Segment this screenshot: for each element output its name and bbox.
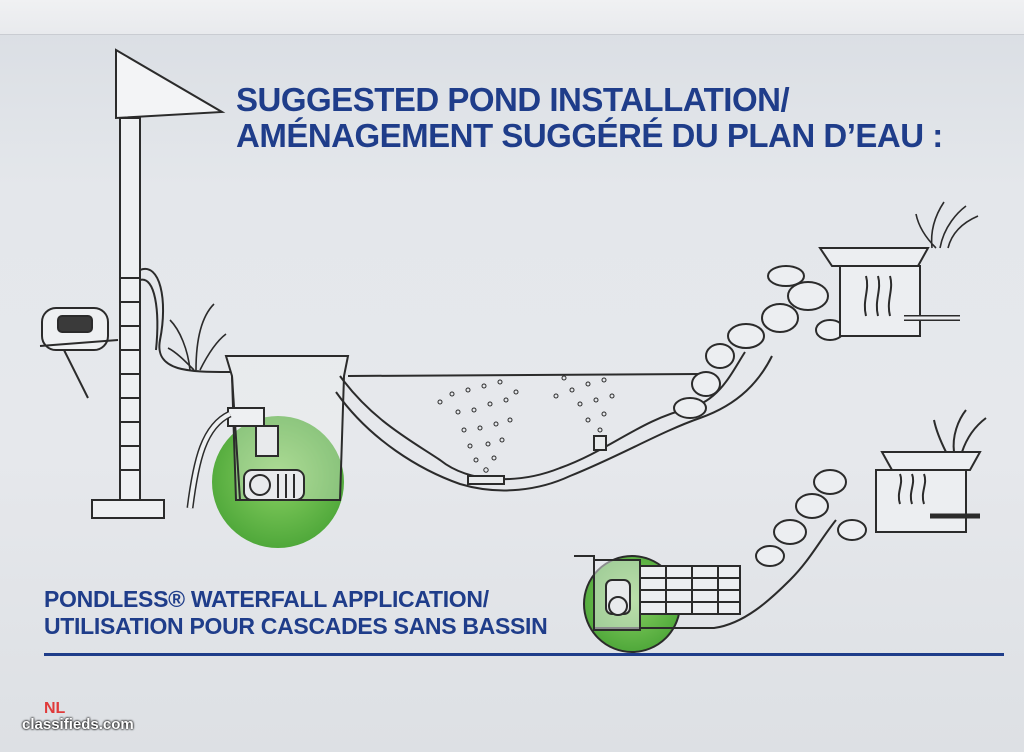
- post-rungs: [120, 277, 140, 471]
- pondless-caption: PONDLESS® WATERFALL APPLICATION/ UTILISA…: [44, 586, 548, 640]
- pondless-line-en: PONDLESS® WATERFALL APPLICATION/: [44, 586, 489, 612]
- watermark-text: classifieds.com: [22, 716, 134, 733]
- bank-rocks: [673, 265, 845, 419]
- caption-underline: [44, 653, 1004, 656]
- watermark-prefix: NL: [44, 700, 66, 717]
- pump-vault: [186, 355, 350, 509]
- title-line-fr: AMÉNAGEMENT SUGGÉRÉ DU PLAN D’EAU :: [236, 117, 943, 154]
- post-with-sign: [91, 48, 231, 519]
- box-edge: [0, 0, 1024, 35]
- waterfall-box-icon: [818, 247, 960, 337]
- plant-icon: [167, 303, 227, 371]
- plant-icon: [915, 201, 979, 249]
- pond-basin: [335, 351, 773, 492]
- page-title: SUGGESTED POND INSTALLATION/ AMÉNAGEMENT…: [236, 82, 943, 154]
- pump-icon: [243, 425, 305, 501]
- watermark-logo: NL classifieds.com: [8, 700, 148, 744]
- title-line-en: SUGGESTED POND INSTALLATION/: [236, 81, 790, 118]
- outlet-icon: [39, 307, 119, 399]
- pondless-line-fr: UTILISATION POUR CASCADES SANS BASSIN: [44, 613, 548, 639]
- pondless-section: [574, 409, 987, 653]
- bubbles-icon: [437, 375, 615, 473]
